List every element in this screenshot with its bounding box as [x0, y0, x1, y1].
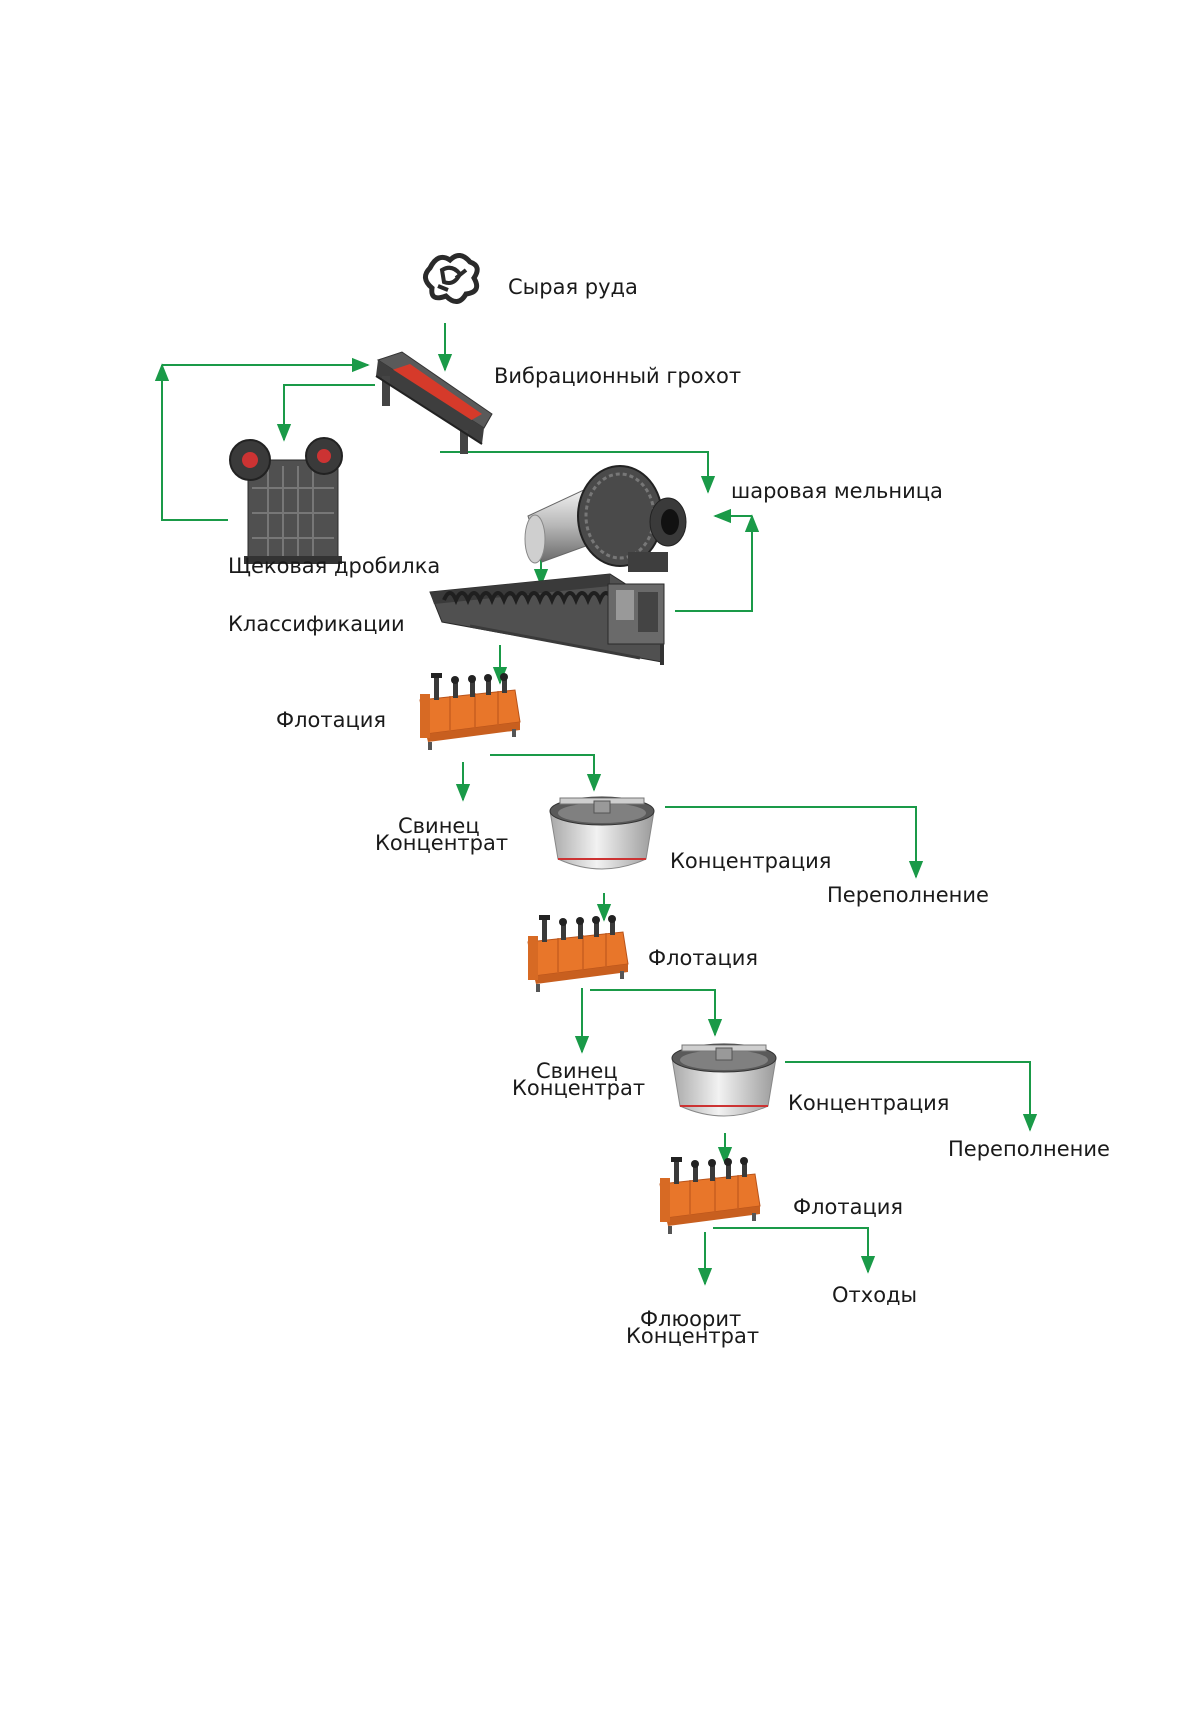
flotation-cell-icon — [659, 1156, 761, 1235]
label-fluorite-concentrate-line1: Флюорит — [640, 1307, 741, 1331]
label-flotation-1: Флотация — [276, 708, 386, 732]
label-lead-concentrate-1-line2: Концентрат — [375, 831, 508, 855]
label-thickener-1: Концентрация — [670, 849, 831, 873]
labels: Сырая руда Вибрационный грохот шаровая м… — [228, 275, 1110, 1348]
label-vibrating-screen: Вибрационный грохот — [494, 364, 741, 388]
label-classifier: Классификации — [228, 612, 405, 636]
vibrating-screen-icon — [375, 351, 493, 454]
thickener-icon — [549, 796, 655, 870]
flotation-cell-icon — [527, 914, 629, 993]
spiral-classifier-icon — [429, 573, 665, 665]
label-overflow-2: Переполнение — [948, 1137, 1110, 1161]
label-lead-concentrate-1-line1: Свинец — [398, 814, 480, 838]
ore-icon — [423, 253, 480, 304]
label-flotation-2: Флотация — [648, 946, 758, 970]
label-lead-concentrate-2-line1: Свинец — [536, 1059, 618, 1083]
label-lead-concentrate-2-line2: Концентрат — [512, 1076, 645, 1100]
flotation-cell-icon — [419, 672, 521, 751]
label-raw-ore: Сырая руда — [508, 275, 638, 299]
label-ball-mill: шаровая мельница — [731, 479, 943, 503]
label-jaw-crusher: Щековая дробилка — [228, 554, 440, 578]
label-flotation-3: Флотация — [793, 1195, 903, 1219]
label-overflow-1: Переполнение — [827, 883, 989, 907]
ball-mill-icon — [524, 465, 687, 572]
label-fluorite-concentrate-line2: Концентрат — [626, 1324, 759, 1348]
label-tailings: Отходы — [832, 1283, 917, 1307]
jaw-crusher-icon — [229, 437, 343, 564]
thickener-icon — [671, 1043, 777, 1117]
label-thickener-2: Концентрация — [788, 1091, 949, 1115]
